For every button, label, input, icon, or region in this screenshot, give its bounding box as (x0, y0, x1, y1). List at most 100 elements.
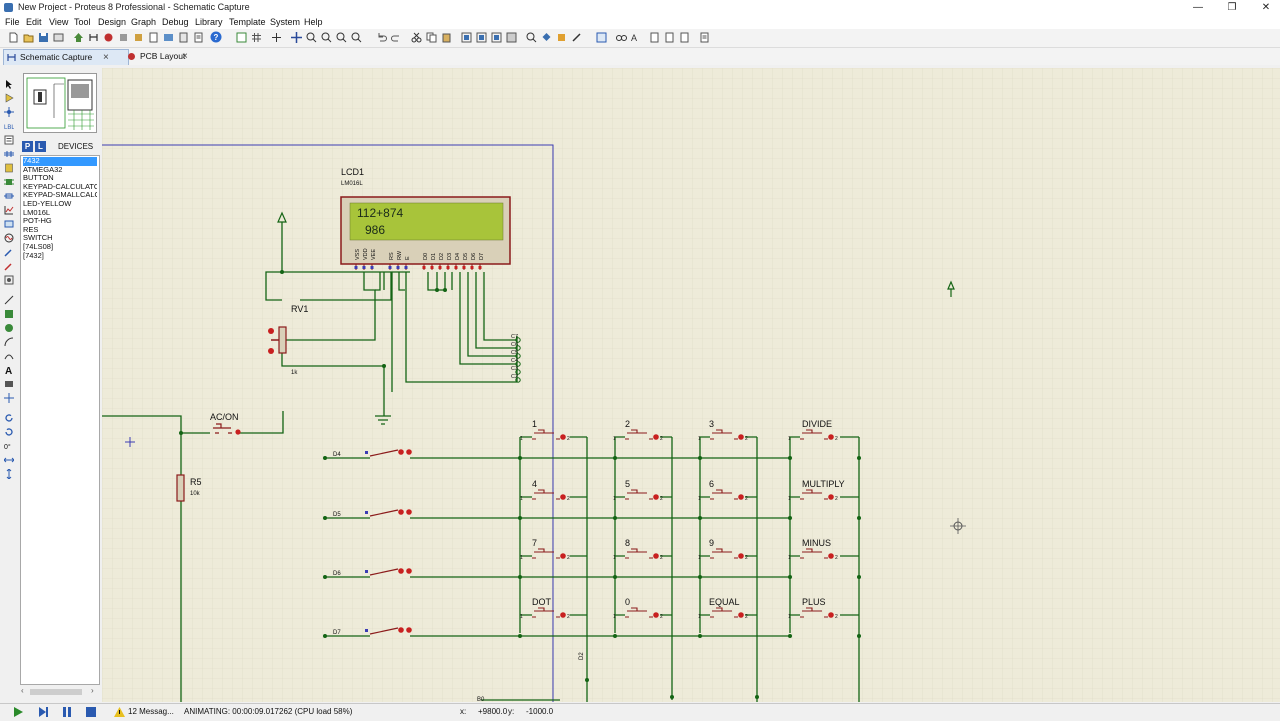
tape-recorder-icon[interactable] (4, 219, 14, 229)
menu-graph[interactable]: Graph (131, 17, 157, 27)
device-list-item[interactable]: LM016L (23, 208, 51, 217)
notes-icon[interactable] (193, 32, 204, 43)
zoom-in-icon[interactable] (306, 32, 317, 43)
device-list-item[interactable]: RES (23, 225, 39, 234)
acon-button[interactable]: AC/ON (210, 412, 241, 435)
vsm-icon[interactable] (163, 32, 174, 43)
overview-window[interactable] (23, 73, 97, 133)
tab-close-icon[interactable]: × (103, 52, 109, 63)
zoom-out-icon[interactable] (321, 32, 332, 43)
help-icon[interactable]: ? (210, 31, 222, 43)
menu-design[interactable]: Design (98, 17, 127, 27)
undo-icon[interactable] (376, 32, 387, 43)
buses-icon[interactable] (4, 149, 14, 159)
block-delete-icon[interactable] (506, 32, 517, 43)
menu-help[interactable]: Help (304, 17, 323, 27)
junction-dot-icon[interactable] (4, 107, 14, 117)
wire-label-icon[interactable]: LBL (4, 121, 14, 131)
terminals-icon[interactable] (4, 177, 14, 187)
library-manager-button[interactable]: L (35, 141, 46, 152)
lcd-display[interactable]: 112+874 986 LCD1 LM016L (340, 167, 511, 265)
block-rotate-icon[interactable] (491, 32, 502, 43)
tab-schematic-capture[interactable]: Schematic Capture × (3, 49, 129, 65)
maximize-button[interactable]: ❐ (1227, 2, 1237, 13)
tab-pcb-layout[interactable]: PCB Layout × (124, 49, 208, 64)
design-explorer-icon[interactable] (178, 32, 189, 43)
rotation-angle-field[interactable]: 0° (4, 441, 14, 451)
stop-icon[interactable] (86, 707, 96, 717)
redo-icon[interactable] (391, 32, 402, 43)
refresh-icon[interactable] (236, 32, 247, 43)
2d-path-icon[interactable] (4, 351, 14, 361)
menu-tool[interactable]: Tool (74, 17, 91, 27)
mirror-horizontal-icon[interactable] (4, 455, 14, 465)
menu-template[interactable]: Template (229, 17, 266, 27)
device-list-scrollbar[interactable]: ‹ › (20, 686, 98, 697)
play-icon[interactable] (13, 707, 23, 717)
device-list-item[interactable]: [74LS08] (23, 243, 54, 251)
exit-to-parent-icon[interactable] (679, 32, 690, 43)
decompose-icon[interactable] (571, 32, 582, 43)
wire-autorouter-icon[interactable] (596, 32, 607, 43)
resistor-r5[interactable]: R5 10k (176, 474, 202, 502)
2d-symbol-icon[interactable] (4, 379, 14, 389)
current-probe-icon[interactable] (4, 261, 14, 271)
zoom-area-icon[interactable] (351, 32, 362, 43)
text-script-icon[interactable] (4, 135, 14, 145)
2d-line-icon[interactable] (4, 295, 14, 305)
block-move-icon[interactable] (476, 32, 487, 43)
pot-decrement-button[interactable] (268, 328, 274, 334)
menu-edit[interactable]: Edit (26, 17, 42, 27)
pcb-icon[interactable] (103, 32, 114, 43)
2d-markers-icon[interactable] (4, 393, 14, 403)
close-project-icon[interactable] (53, 32, 64, 43)
save-icon[interactable] (38, 32, 49, 43)
potentiometer-rv1[interactable]: RV1 1k (268, 304, 308, 376)
device-list-item[interactable]: [7432] (23, 251, 44, 260)
pan-icon[interactable] (291, 32, 302, 43)
gerber-icon[interactable] (133, 32, 144, 43)
3d-view-icon[interactable] (118, 32, 129, 43)
close-window-button[interactable]: ✕ (1261, 2, 1271, 13)
2d-box-icon[interactable] (4, 309, 14, 319)
2d-circle-icon[interactable] (4, 323, 14, 333)
device-list-item[interactable]: POT-HG (23, 217, 52, 226)
grid-toggle-icon[interactable] (251, 32, 262, 43)
pick-device-button[interactable]: P (22, 141, 33, 152)
scroll-right-icon[interactable]: › (91, 686, 94, 695)
schematic-icon[interactable] (88, 32, 99, 43)
bill-of-materials-icon[interactable] (699, 32, 710, 43)
device-list-item[interactable]: KEYPAD-CALCULATOR (23, 182, 97, 191)
menu-debug[interactable]: Debug (162, 17, 189, 27)
zoom-all-icon[interactable] (336, 32, 347, 43)
scrollbar-thumb[interactable] (30, 689, 82, 695)
make-device-icon[interactable] (541, 32, 552, 43)
subcircuit-icon[interactable] (4, 163, 14, 173)
virtual-instruments-icon[interactable] (4, 275, 14, 285)
2d-arc-icon[interactable] (4, 337, 14, 347)
minimize-button[interactable]: — (1193, 2, 1203, 13)
pause-icon[interactable] (62, 707, 72, 717)
device-list-item[interactable]: KEYPAD-SMALLCALC (23, 191, 97, 200)
voltage-probe-icon[interactable] (4, 247, 14, 257)
device-pins-icon[interactable] (4, 191, 14, 201)
block-copy-icon[interactable] (461, 32, 472, 43)
rotate-clockwise-icon[interactable] (4, 413, 14, 423)
pot-increment-button[interactable] (268, 348, 274, 354)
mirror-vertical-icon[interactable] (4, 469, 14, 479)
step-icon[interactable] (38, 707, 48, 717)
new-sheet-icon[interactable] (649, 32, 660, 43)
message-count[interactable]: 12 Messag... (128, 707, 174, 716)
